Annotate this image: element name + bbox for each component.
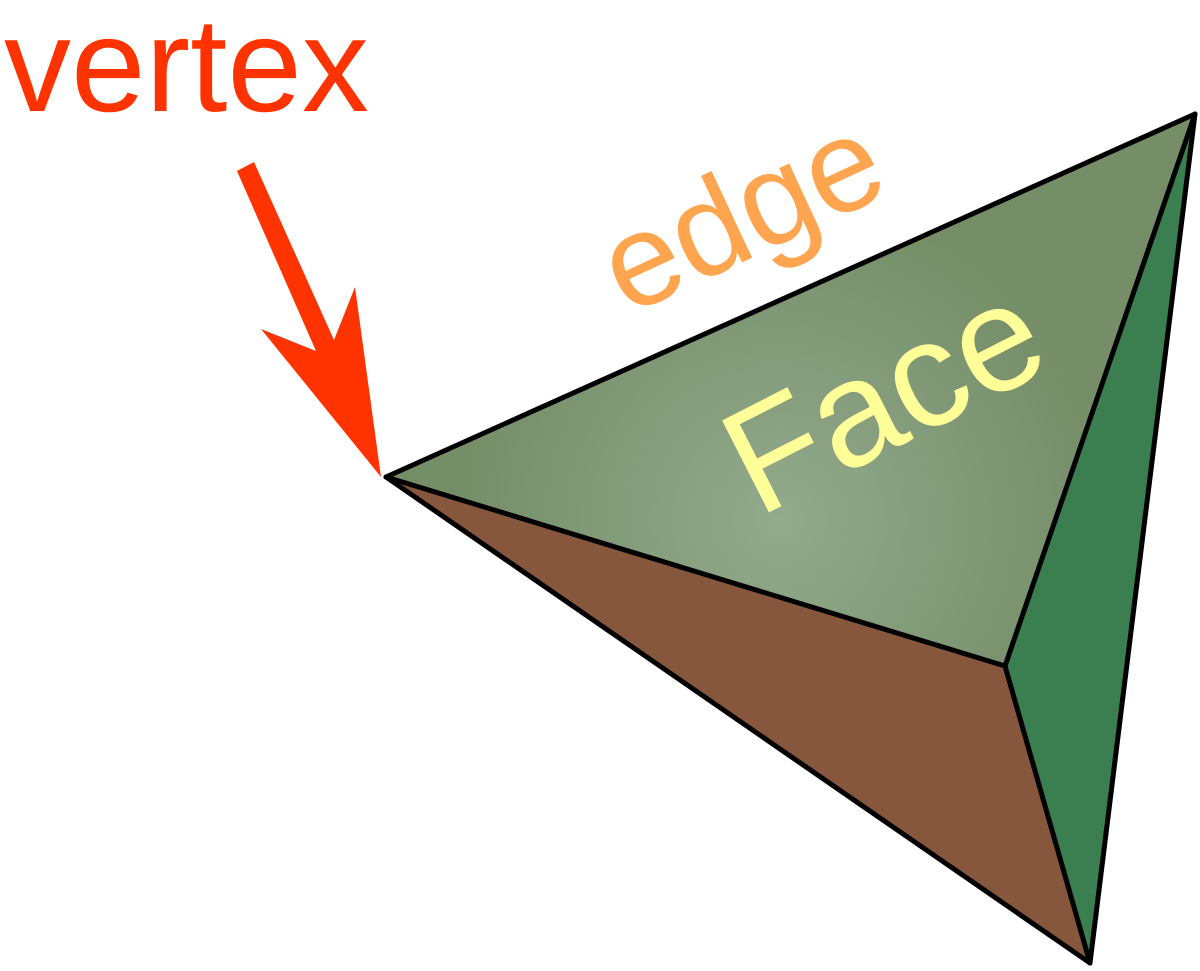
edge-top	[383, 111, 1198, 480]
edge-front	[1002, 663, 1093, 966]
edge-right-outer	[1087, 111, 1198, 966]
side-face	[1005, 114, 1195, 963]
edge-bottom	[383, 474, 1093, 966]
top-face	[386, 114, 1195, 666]
edge-left-inner	[383, 474, 1008, 669]
edges	[383, 111, 1198, 966]
vertex-label: vertex	[4, 0, 369, 140]
edge-right-inner	[1002, 111, 1198, 669]
red-arrow-icon	[237, 162, 381, 477]
